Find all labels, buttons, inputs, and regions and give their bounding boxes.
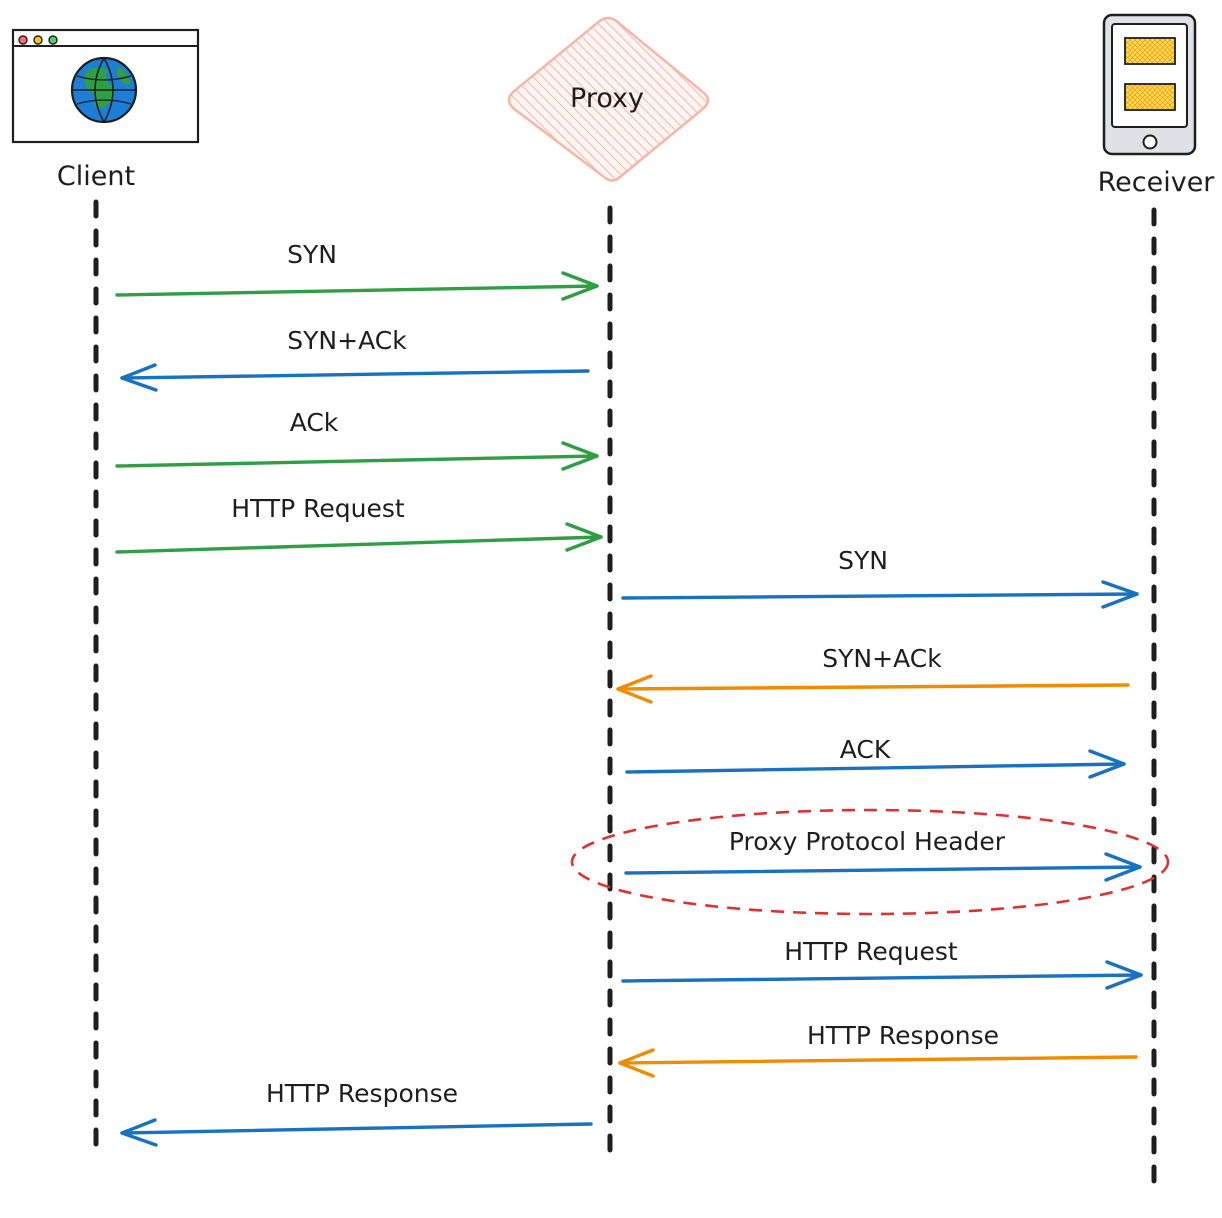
window-dot-green-icon	[48, 35, 58, 45]
message-arrow	[621, 592, 1139, 600]
actor-label-proxy: Proxy	[570, 83, 644, 114]
message-http-request-1: HTTP Request	[115, 494, 603, 554]
message-http-response-1: HTTP Response	[618, 1021, 1138, 1078]
message-label: HTTP Request	[231, 494, 405, 523]
arrow-head	[1088, 749, 1126, 779]
arrow-head	[1101, 580, 1139, 609]
message-label: HTTP Response	[807, 1021, 999, 1050]
message-arrow	[115, 454, 599, 468]
receiver-device-icon	[1102, 13, 1197, 156]
arrow-head	[565, 522, 603, 552]
client-browser-icon	[11, 28, 200, 144]
message-arrow	[120, 369, 590, 380]
message-syn-ack-2: SYN+ACk	[616, 644, 1130, 704]
message-arrow	[115, 284, 599, 297]
message-label: SYN+ACk	[287, 326, 407, 355]
message-label: ACk	[290, 408, 339, 437]
message-arrow	[625, 762, 1126, 774]
message-label: SYN	[838, 546, 888, 575]
arrow-head	[1104, 852, 1142, 882]
message-syn-1: SYN	[115, 240, 599, 301]
message-proxy-protocol-header: Proxy Protocol Header	[624, 827, 1142, 882]
actor-label-receiver: Receiver	[1098, 167, 1216, 198]
window-dot-yellow-icon	[33, 35, 43, 45]
message-arrow	[618, 1055, 1138, 1065]
screen-tile-icon	[1124, 37, 1176, 65]
home-button-icon	[1142, 134, 1158, 150]
actor-label-client: Client	[57, 161, 135, 192]
arrow-head	[561, 271, 599, 301]
message-arrow	[624, 865, 1142, 875]
screen-tile-icon	[1124, 83, 1176, 111]
message-syn-ack-1: SYN+ACk	[120, 326, 590, 392]
message-label: Proxy Protocol Header	[729, 827, 1006, 856]
arrow-head	[616, 674, 653, 704]
message-arrow	[621, 973, 1143, 983]
message-label: HTTP Response	[266, 1079, 458, 1108]
arrow-head	[120, 1118, 158, 1147]
globe-icon	[70, 56, 138, 124]
highlight-ellipse	[570, 808, 1170, 916]
message-syn-2: SYN	[621, 546, 1139, 609]
message-label: SYN	[287, 240, 337, 269]
arrow-head	[561, 441, 599, 471]
message-ack-2: ACK	[625, 735, 1126, 779]
message-arrow	[120, 1122, 593, 1135]
window-dot-red-icon	[18, 35, 28, 45]
message-http-request-2: HTTP Request	[621, 937, 1143, 990]
arrow-head	[1105, 960, 1143, 990]
message-http-response-2: HTTP Response	[120, 1079, 593, 1147]
message-label: SYN+ACk	[822, 644, 942, 673]
message-label: HTTP Request	[784, 937, 958, 966]
message-ack-1: ACk	[115, 408, 599, 471]
proxy-diamond-icon	[507, 16, 710, 182]
arrow-head	[618, 1048, 655, 1078]
message-arrow	[115, 535, 603, 554]
message-label: ACK	[840, 735, 891, 764]
arrow-head	[120, 363, 158, 392]
message-arrow	[616, 683, 1130, 691]
